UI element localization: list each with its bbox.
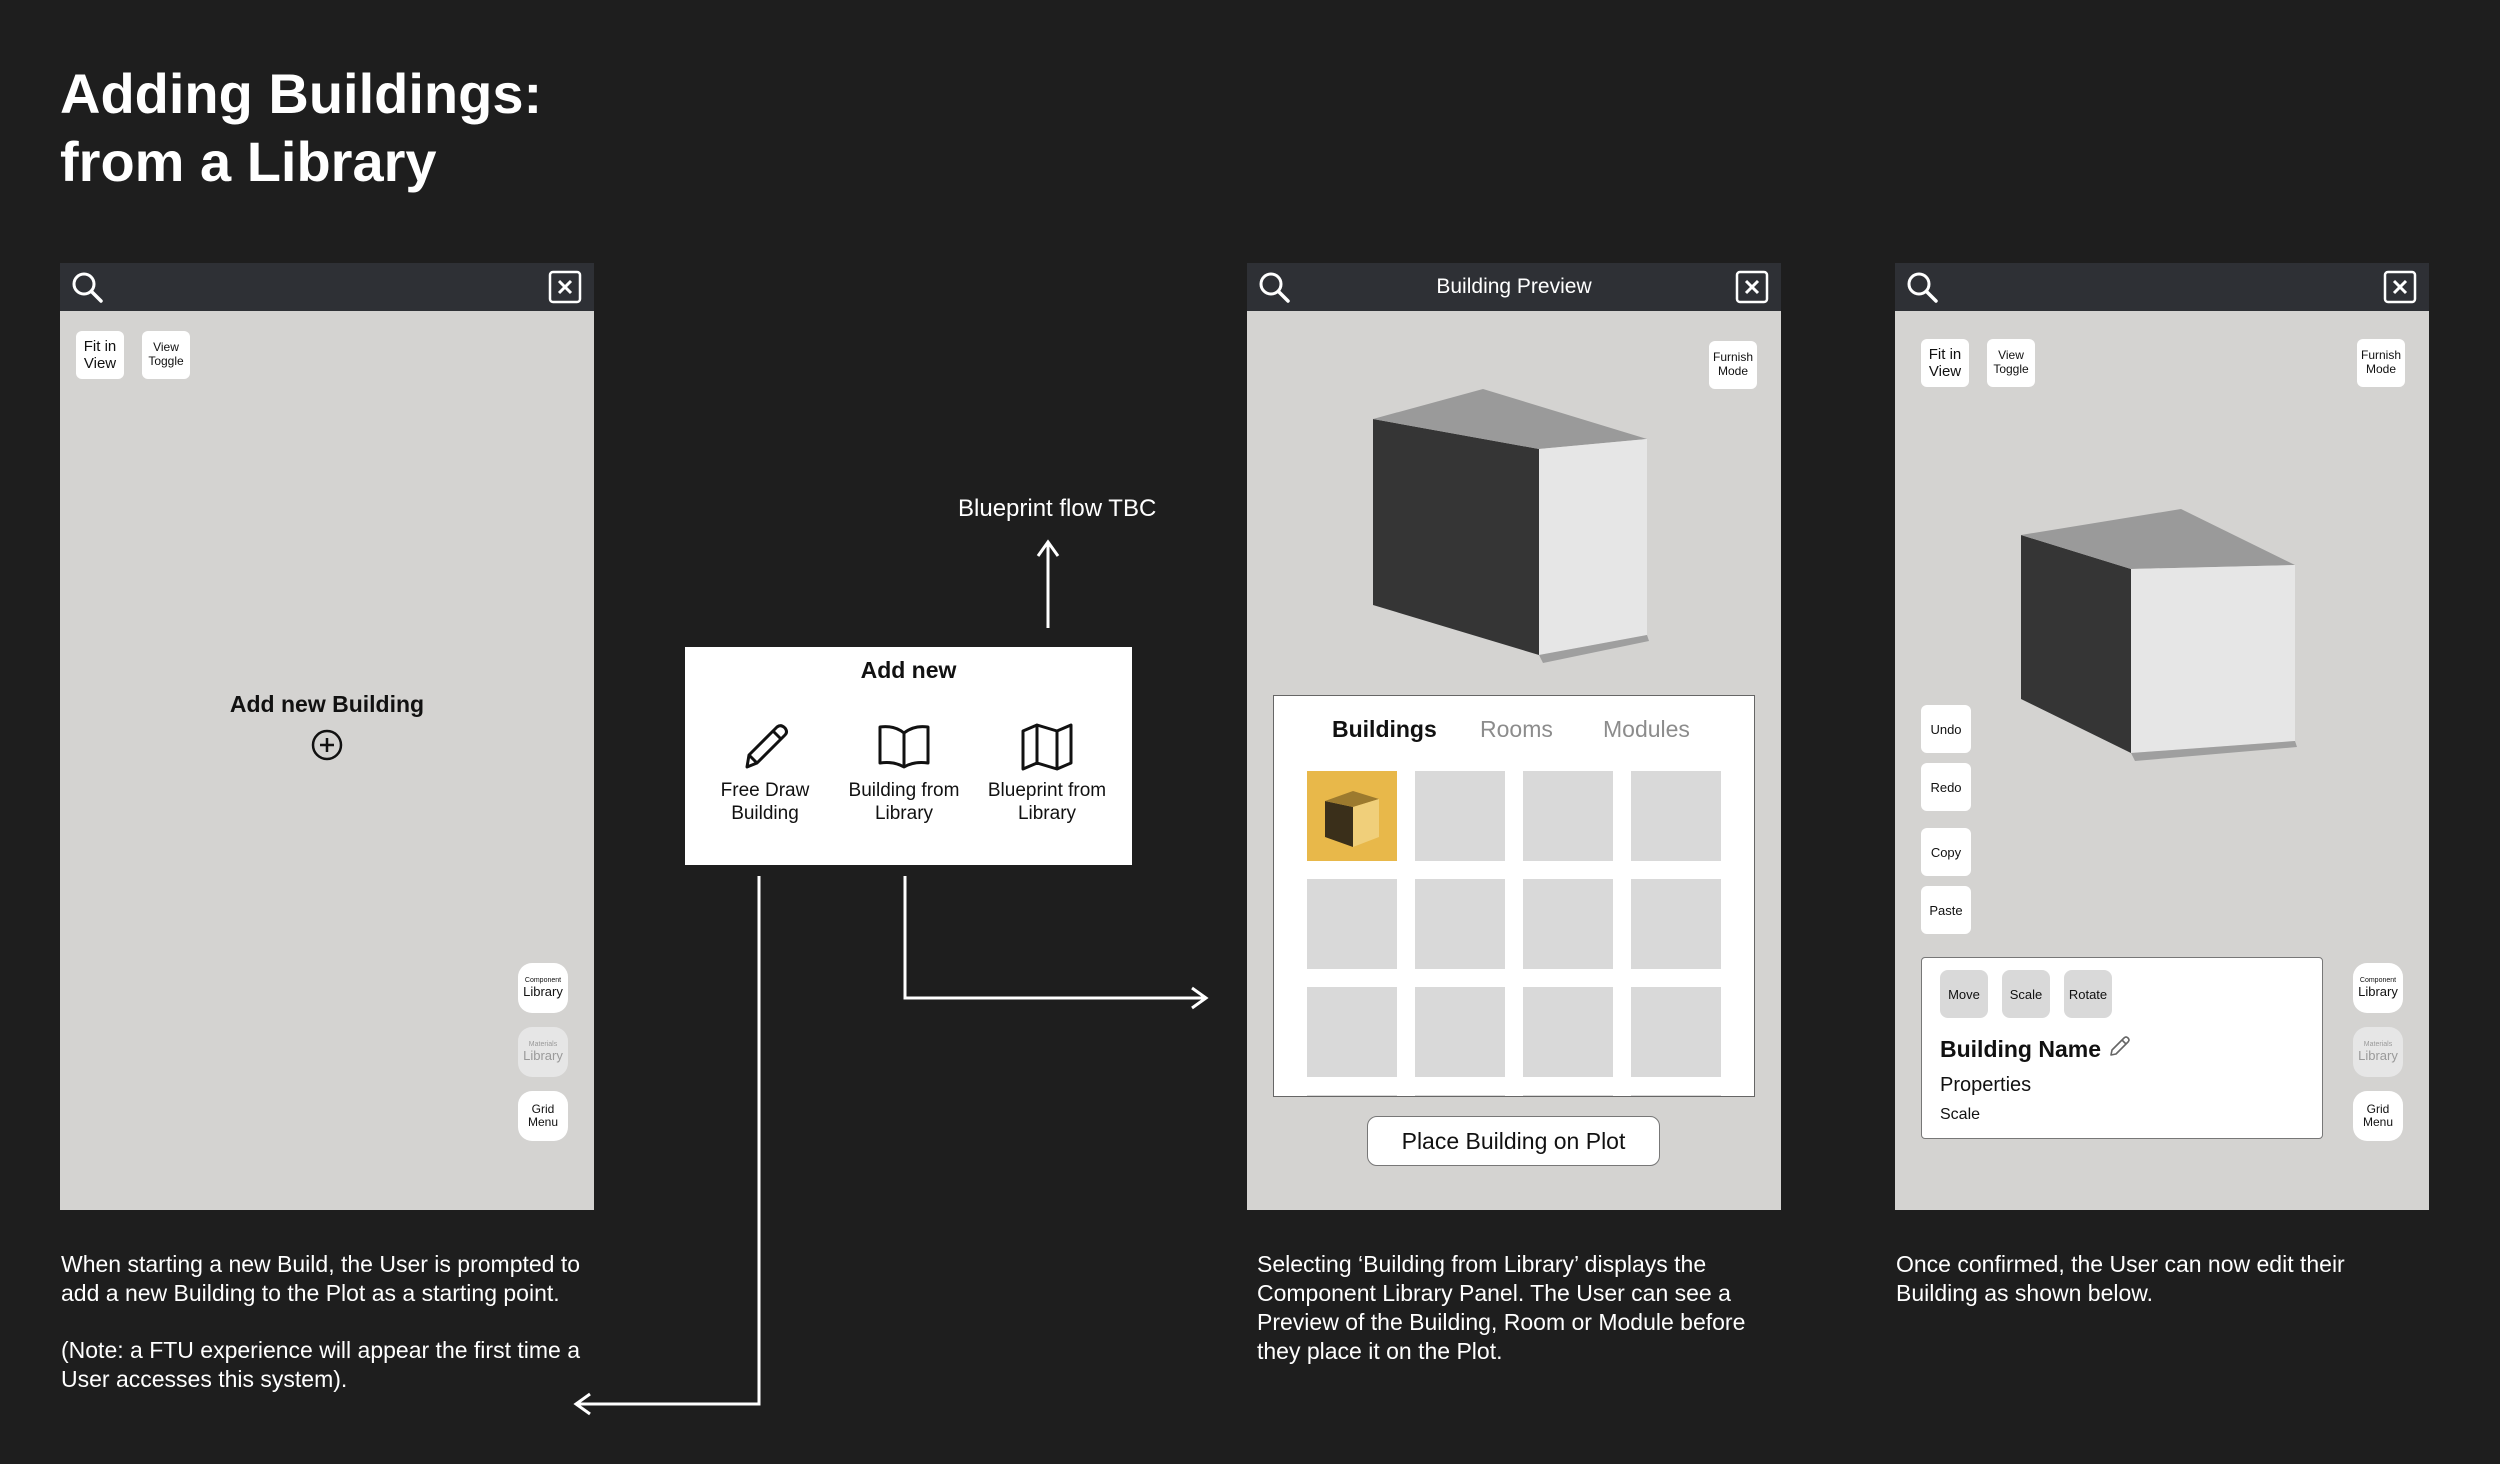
fit-in-view-button[interactable]: Fit in View (1921, 339, 1969, 387)
tab-modules[interactable]: Modules (1603, 716, 1690, 742)
top-bar (1895, 263, 2429, 311)
screen-new-build: Fit in View View Toggle Add new Building… (60, 263, 594, 1210)
pencil-icon (745, 724, 788, 769)
grid-menu-label: Grid Menu (2362, 1101, 2394, 1129)
edit-pencil-icon[interactable] (2108, 1034, 2132, 1058)
materials-library-button[interactable]: Materials Library (518, 1027, 568, 1077)
component-library-button[interactable]: Component Library (518, 963, 568, 1013)
component-library-label: Library (523, 983, 563, 999)
fit-in-view-button[interactable]: Fit in View (76, 331, 124, 379)
library-tile[interactable] (1523, 771, 1613, 861)
arrow-to-preview (903, 876, 1204, 1000)
library-tile[interactable] (1415, 987, 1505, 1077)
page-title: Adding Buildings: from a Library (60, 60, 542, 196)
library-tile[interactable] (1631, 771, 1721, 861)
place-building-button[interactable]: Place Building on Plot (1367, 1116, 1660, 1166)
screen3-caption: Once confirmed, the User can now edit th… (1896, 1251, 2345, 1306)
furnish-mode-button[interactable]: Furnish Mode (1709, 341, 1757, 389)
materials-library-label: Library (523, 1047, 563, 1063)
free-draw-building-label: Free Draw Building (720, 780, 810, 824)
add-circle-icon[interactable] (310, 728, 344, 762)
library-tile-selected[interactable] (1307, 771, 1397, 861)
scale-property[interactable]: Scale (1940, 1106, 1981, 1123)
screen1-caption: When starting a new Build, the User is p… (61, 1251, 581, 1306)
screen1-note: (Note: a FTU experience will appear the … (61, 1337, 580, 1392)
page-title-line-2: from a Library (60, 130, 437, 193)
component-library-button[interactable]: Component Library (2353, 963, 2403, 1013)
book-icon (878, 725, 930, 769)
tab-buildings[interactable]: Buildings (1332, 716, 1437, 742)
screen-edit-building: Fit in View View Toggle Furnish Mode Und… (1895, 263, 2429, 1210)
close-icon[interactable] (2383, 270, 2417, 304)
component-library-small-label: Component (524, 977, 562, 984)
furnish-mode-button[interactable]: Furnish Mode (2357, 339, 2405, 387)
blueprint-note: Blueprint flow TBC (958, 495, 1157, 522)
materials-library-label: Library (2358, 1047, 2398, 1063)
properties-heading: Properties (1940, 1074, 2032, 1096)
building-thumbnail-icon (1325, 791, 1379, 847)
materials-library-button[interactable]: Materials Library (2353, 1027, 2403, 1077)
materials-library-small-label: Materials (2363, 1041, 2393, 1048)
bar-title: Building Preview (1436, 275, 1592, 298)
scale-button[interactable]: Scale (2002, 970, 2050, 1018)
library-tile[interactable] (1307, 987, 1397, 1077)
library-tile[interactable] (1523, 987, 1613, 1077)
map-icon (1021, 723, 1073, 771)
screen2-caption: Selecting ‘Building from Library’ displa… (1257, 1251, 1746, 1364)
component-library-label: Library (2358, 983, 2398, 999)
grid-menu-label: Grid Menu (527, 1101, 559, 1129)
close-icon[interactable] (548, 270, 582, 304)
search-icon[interactable] (1257, 270, 1291, 304)
library-tile[interactable] (1523, 879, 1613, 969)
add-new-building-label[interactable]: Add new Building (229, 691, 425, 717)
materials-library-small-label: Materials (528, 1041, 558, 1048)
component-library-small-label: Component (2359, 977, 2397, 984)
search-icon[interactable] (1905, 270, 1939, 304)
screen-building-preview: Building Preview Furnish Mode Buildings … (1247, 263, 1781, 1210)
library-tile[interactable] (1631, 879, 1721, 969)
grid-menu-button[interactable]: Grid Menu (2353, 1091, 2403, 1141)
top-bar: Building Preview (1247, 263, 1781, 311)
library-tile[interactable] (1631, 1095, 1721, 1096)
grid-menu-button[interactable]: Grid Menu (518, 1091, 568, 1141)
top-bar (60, 263, 594, 311)
search-icon[interactable] (70, 270, 104, 304)
library-tile[interactable] (1631, 987, 1721, 1077)
free-draw-building-option[interactable]: Free Draw Building (695, 719, 835, 825)
tab-rooms[interactable]: Rooms (1480, 716, 1553, 742)
building-from-library-option[interactable]: Building from Library (834, 719, 974, 825)
library-tile[interactable] (1523, 1095, 1613, 1096)
library-tile[interactable] (1415, 879, 1505, 969)
rotate-button[interactable]: Rotate (2064, 970, 2112, 1018)
library-tile[interactable] (1415, 1095, 1505, 1096)
library-tile[interactable] (1307, 879, 1397, 969)
blueprint-from-library-label: Blueprint from Library (987, 780, 1107, 824)
building-model-cube[interactable] (2015, 503, 2315, 783)
view-toggle-button[interactable]: View Toggle (1987, 339, 2035, 387)
redo-button[interactable]: Redo (1921, 763, 1971, 811)
blueprint-from-library-option[interactable]: Blueprint from Library (977, 719, 1117, 825)
move-button[interactable]: Move (1940, 970, 1988, 1018)
library-tile[interactable] (1415, 771, 1505, 861)
page-title-line-1: Adding Buildings: (60, 62, 543, 125)
view-toggle-button[interactable]: View Toggle (142, 331, 190, 379)
close-icon[interactable] (1735, 270, 1769, 304)
add-new-title: Add new (860, 657, 957, 683)
undo-button[interactable]: Undo (1921, 705, 1971, 753)
library-tile[interactable] (1307, 1095, 1397, 1096)
add-new-modal: Add new Free Draw Building Building from… (685, 647, 1132, 865)
component-library-panel: Buildings Rooms Modules (1273, 695, 1755, 1097)
arrow-to-free-draw (578, 876, 761, 1406)
building-preview-cube[interactable] (1357, 383, 1657, 663)
building-name: Building Name (1940, 1036, 2102, 1062)
building-from-library-label: Building from Library (848, 780, 960, 824)
paste-button[interactable]: Paste (1921, 886, 1971, 934)
building-properties-panel: Move Scale Rotate Building Name Properti… (1921, 957, 2323, 1139)
copy-button[interactable]: Copy (1921, 828, 1971, 876)
